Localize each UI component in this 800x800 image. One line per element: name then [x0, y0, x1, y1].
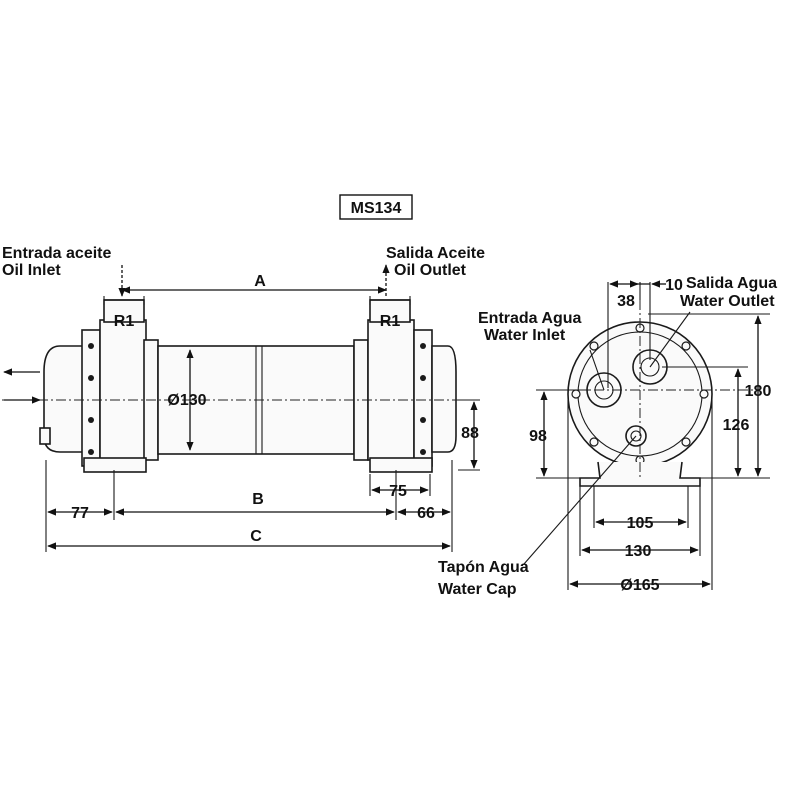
end-view: 38 10 180 126 98 105 130 Ø165 [438, 275, 777, 598]
model-title: MS134 [339, 194, 413, 220]
water-inlet-label-es: Entrada Agua [478, 310, 582, 327]
dim-b-label: B [252, 491, 264, 508]
dim-a-label: A [254, 273, 266, 290]
height-88-label: 88 [461, 425, 479, 442]
dim-130-label: 130 [625, 543, 652, 560]
dim-c-label: C [250, 528, 262, 545]
port-left-label: R1 [114, 313, 135, 330]
left-flange [81, 329, 101, 467]
right-end-cap [431, 345, 457, 453]
right-flange [413, 329, 433, 467]
oil-outlet-label-es: Salida Aceite [386, 245, 485, 262]
left-foot [83, 457, 147, 473]
dim-98-label: 98 [529, 428, 547, 445]
oil-inlet-label-en: Oil Inlet [2, 262, 61, 279]
dim-126-label: 126 [723, 417, 750, 434]
oil-inlet-label-es: Entrada aceite [2, 245, 111, 262]
water-cap-label-en: Water Cap [438, 581, 517, 598]
right-foot [369, 457, 433, 473]
water-outlet-label-es: Salida Agua [686, 275, 777, 292]
dim-105-label: 105 [627, 515, 654, 532]
offset-77-label: 77 [71, 505, 89, 522]
water-inlet-label-en: Water Inlet [484, 327, 566, 344]
left-header [99, 319, 147, 461]
body-diameter-label: Ø130 [167, 392, 206, 409]
end-foot [579, 461, 701, 487]
svg-text:MS134: MS134 [351, 200, 402, 217]
water-outlet-label-en: Water Outlet [680, 293, 775, 310]
water-cap-label-es: Tapón Agua [438, 559, 529, 576]
dim-165-label: Ø165 [620, 577, 659, 594]
offset-66-label: 66 [417, 505, 435, 522]
port-right-label: R1 [380, 313, 401, 330]
oil-outlet-label-en: Oil Outlet [394, 262, 467, 279]
dim-38-label: 38 [617, 293, 635, 310]
dim-180-label: 180 [745, 383, 772, 400]
dim-10-label: 10 [665, 277, 683, 294]
side-view: A R1 R1 Ø130 88 75 77 B 66 C [2, 245, 485, 552]
foot-75-label: 75 [389, 483, 407, 500]
right-header [367, 319, 415, 461]
left-drain-plug [39, 427, 51, 445]
